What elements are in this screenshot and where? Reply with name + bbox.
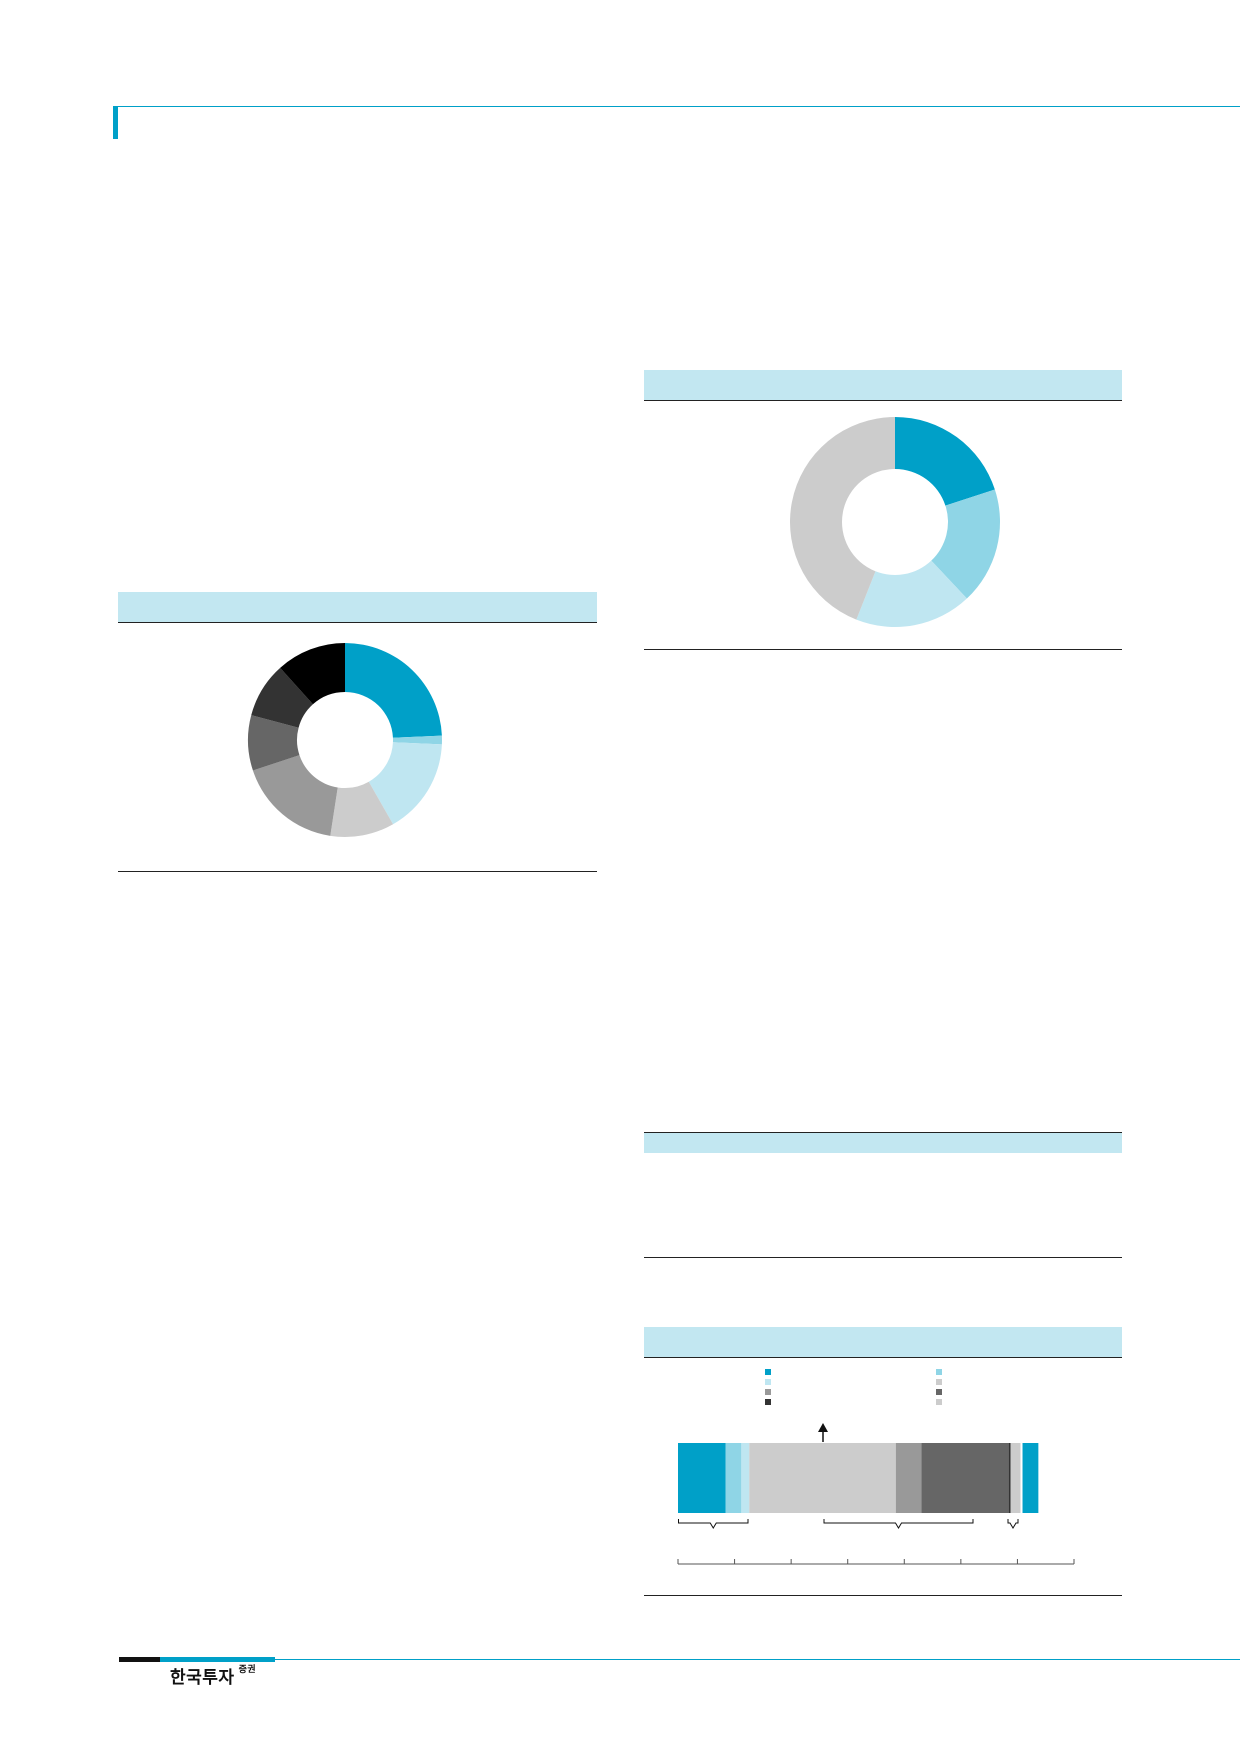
legend-swatch	[765, 1389, 771, 1395]
donut-slice	[251, 667, 313, 728]
curly-brace-icon	[823, 1519, 974, 1529]
footer-black-bar	[119, 1657, 160, 1662]
donut-slice	[252, 755, 338, 836]
legend-swatch	[765, 1379, 771, 1385]
donut-slice	[931, 489, 1000, 599]
donut-slice	[392, 735, 443, 745]
table-header-bar	[644, 1133, 1122, 1153]
panel-top-rule-left	[118, 622, 597, 623]
bar-segment	[1022, 1443, 1039, 1513]
bar-segment	[749, 1443, 896, 1513]
legend-swatch	[765, 1399, 771, 1405]
legend-swatch	[936, 1389, 942, 1395]
curly-brace-icon	[1007, 1519, 1019, 1529]
header-accent-bar	[113, 106, 118, 139]
bar-segment	[725, 1443, 742, 1513]
donut-slice	[248, 715, 300, 771]
legend-swatch	[936, 1399, 942, 1405]
panel-title-bar-left	[118, 592, 597, 622]
footer-cyan-bar	[160, 1657, 275, 1662]
panel-top-rule-right-2	[644, 1357, 1122, 1358]
bar-segment	[741, 1443, 750, 1513]
curly-brace-icon	[678, 1519, 749, 1529]
panel-bottom-rule-right-1	[644, 649, 1122, 650]
table-bottom-rule	[644, 1257, 1122, 1258]
panel-top-rule-right-1	[644, 400, 1122, 401]
bar-segment	[1020, 1443, 1023, 1513]
panel-bottom-rule-right-2	[644, 1595, 1122, 1596]
header-rule	[117, 106, 1240, 107]
donut-chart-1	[248, 643, 443, 837]
panel-title-bar-right-1	[644, 370, 1122, 400]
brand-name: 한국투자	[170, 1668, 235, 1688]
arrow-up-icon	[818, 1423, 828, 1442]
brand-suffix: 증권	[238, 1665, 257, 1676]
legend-swatch	[936, 1379, 942, 1385]
donut-slice	[895, 417, 995, 506]
legend-swatch	[936, 1369, 942, 1375]
donut-chart-2	[790, 417, 1000, 627]
donut-slice	[856, 560, 967, 627]
donut-slice	[345, 643, 442, 738]
legend-swatch	[765, 1369, 771, 1375]
bar-segment	[921, 1443, 1009, 1513]
table-top-rule	[644, 1132, 1122, 1133]
footer-rule	[119, 1659, 1240, 1660]
donut-slice	[790, 417, 895, 620]
bar-segment	[1008, 1443, 1011, 1513]
donut-slice	[330, 781, 394, 837]
bar-segment	[1010, 1443, 1021, 1513]
panel-title-bar-right-2	[644, 1327, 1122, 1357]
panel-bottom-rule-left	[118, 871, 597, 872]
bar-segment	[678, 1443, 726, 1513]
donut-slice	[280, 643, 345, 705]
bar-segment	[895, 1443, 922, 1513]
stacked-bar-chart	[677, 1369, 1075, 1565]
donut-slice	[368, 742, 442, 825]
